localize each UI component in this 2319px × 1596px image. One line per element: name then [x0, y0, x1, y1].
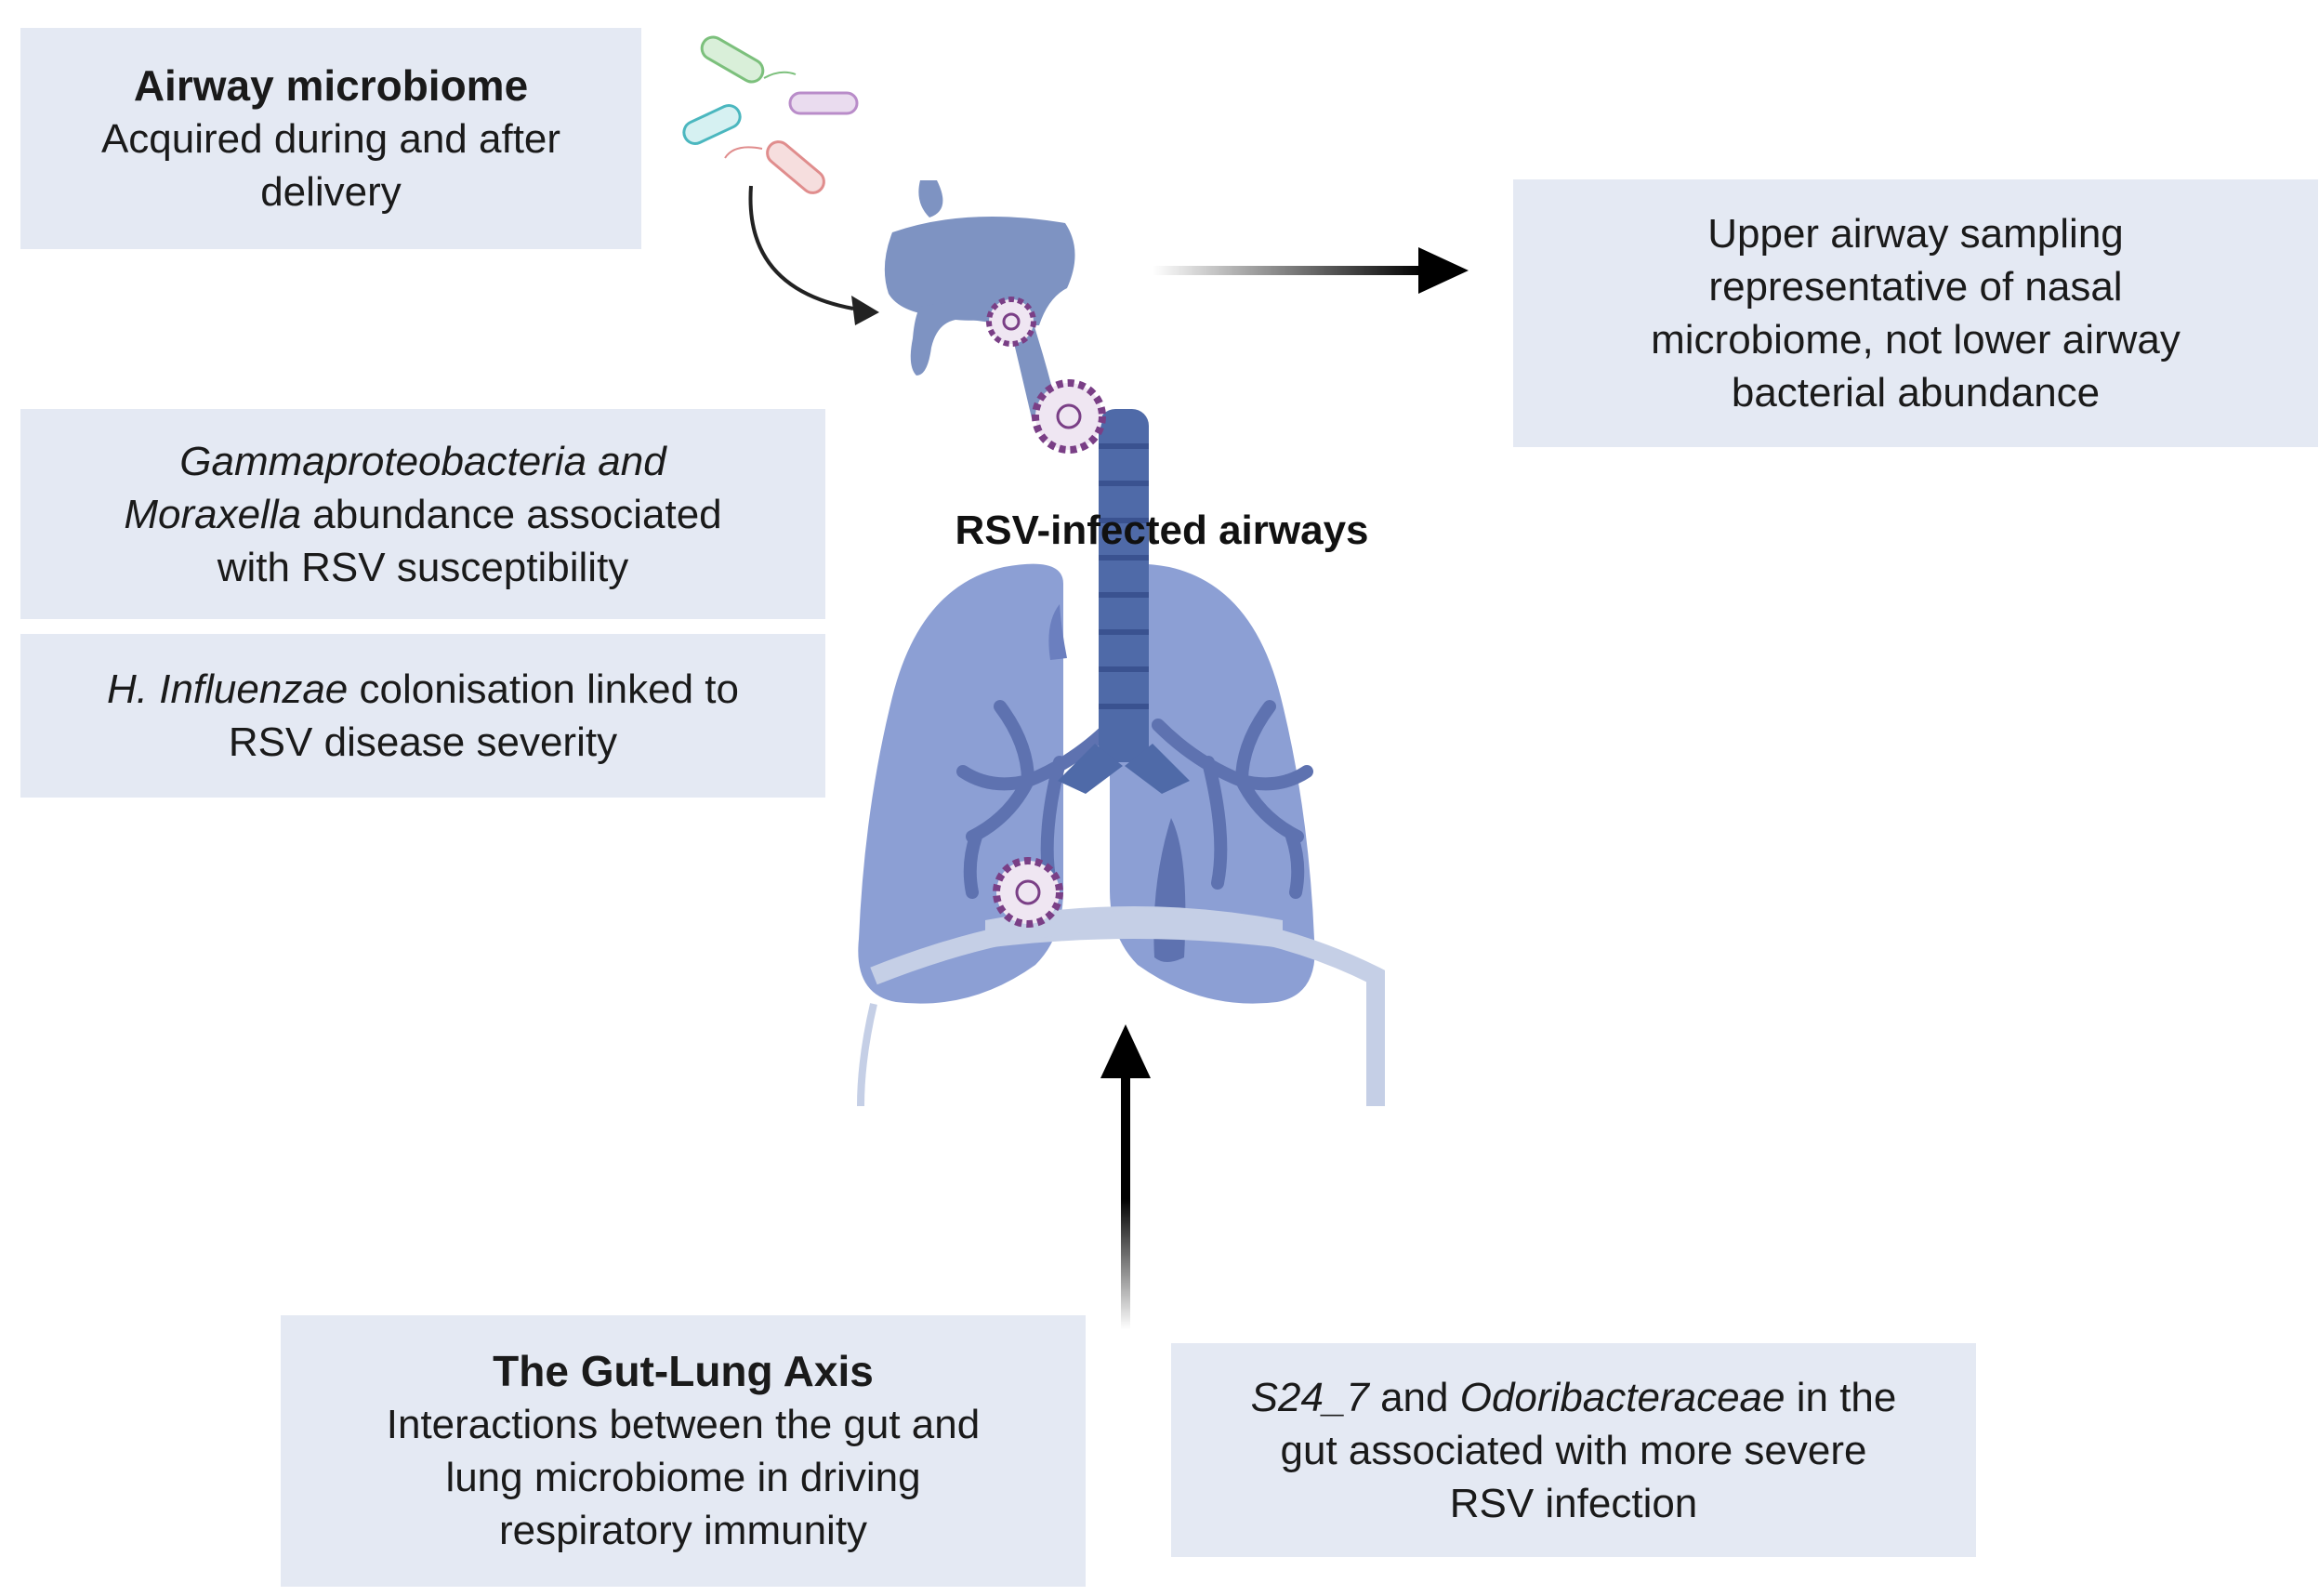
- s24-line3: RSV infection: [1449, 1480, 1698, 1526]
- upper-line2: representative of nasal: [1708, 264, 2123, 310]
- s24-inthe-text: in the: [1785, 1374, 1897, 1420]
- upper-line3: microbiome, not lower airway: [1651, 317, 2181, 363]
- rsv-infected-airways-label: RSV-infected airways: [955, 508, 1369, 553]
- hinf-line1-text: colonisation linked to: [348, 666, 740, 712]
- s24-line2: gut associated with more severe: [1280, 1427, 1867, 1473]
- upper-airway-sampling-box: Upper airway sampling representative of …: [1513, 179, 2318, 447]
- gut-line3: respiratory immunity: [498, 1508, 868, 1553]
- upper-line4: bacterial abundance: [1731, 370, 2101, 415]
- gamma-italic-text: Gammaproteobacteria and: [179, 438, 666, 484]
- gammaproteobacteria-box: Gammaproteobacteria and Moraxella abunda…: [20, 409, 825, 619]
- gut-lung-axis-box: The Gut-Lung Axis Interactions between t…: [281, 1315, 1086, 1587]
- gamma-line2-text: abundance associated: [301, 491, 722, 537]
- trachea-icon: [1058, 409, 1190, 794]
- gut-lung-axis-title: The Gut-Lung Axis: [493, 1347, 874, 1395]
- h-influenzae-box: H. Influenzae colonisation linked to RSV…: [20, 634, 825, 798]
- s24-italic-text: S24_7: [1250, 1374, 1369, 1420]
- airway-microbiome-title: Airway microbiome: [133, 60, 529, 110]
- nasal-cavity-icon: [884, 180, 1075, 418]
- gamma-line3-text: with RSV susceptibility: [217, 544, 629, 590]
- virus-icon: [1032, 379, 1106, 454]
- s24-odoribacteraceae-box: S24_7 and Odoribacteraceae in the gut as…: [1171, 1343, 1976, 1557]
- right-arrow-icon: [1153, 247, 1469, 294]
- upper-line1: Upper airway sampling: [1707, 211, 2124, 257]
- curved-arrow-icon: [748, 185, 879, 325]
- virus-icon: [993, 857, 1063, 928]
- s24-and-text: and: [1368, 1374, 1460, 1420]
- airway-microbiome-box: Airway microbiome Acquired during and af…: [20, 28, 641, 249]
- airway-microbiome-line2: delivery: [260, 168, 402, 215]
- gut-line1: Interactions between the gut and: [386, 1402, 981, 1447]
- virus-icon: [986, 297, 1036, 347]
- odoribacteraceae-italic-text: Odoribacteraceae: [1459, 1374, 1785, 1420]
- airway-microbiome-line1: Acquired during and after: [100, 115, 561, 162]
- gut-line2: lung microbiome in driving: [445, 1455, 921, 1500]
- up-arrow-icon: [1100, 1024, 1151, 1329]
- moraxella-italic-text: Moraxella: [124, 491, 302, 537]
- h-influenzae-italic-text: H. Influenzae: [107, 666, 349, 712]
- hinf-line2-text: RSV disease severity: [228, 719, 618, 765]
- bacteria-icon: [682, 35, 859, 194]
